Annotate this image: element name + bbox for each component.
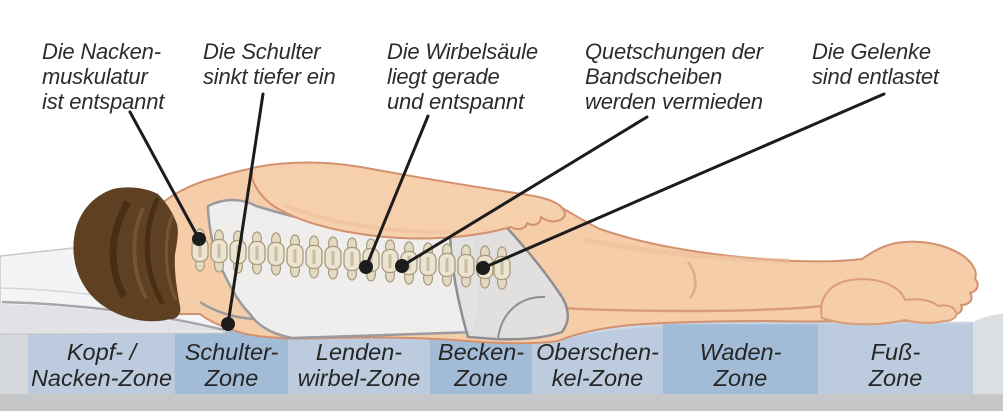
annotation-neck-muscles: Die Nacken- muskulatur ist entspannt (42, 39, 164, 114)
annotation-line: Bandscheiben (585, 64, 723, 89)
annotation-line: werden vermieden (585, 89, 763, 114)
annotation-line: muskulatur (42, 64, 148, 89)
annotation-line: ist entspannt (42, 89, 165, 114)
marker-dot-neck (192, 232, 206, 246)
zone-label-line: Zone (204, 365, 259, 391)
annotation-spine: Die Wirbelsäule liegt gerade und entspan… (387, 39, 538, 114)
arm-shading (284, 203, 456, 235)
zone-label-line: Zone (713, 365, 768, 391)
leader-line-spine (364, 114, 430, 269)
hair (73, 187, 181, 322)
shorts (448, 199, 569, 341)
pillow (0, 244, 234, 335)
zone-label-line: Waden- (699, 339, 782, 365)
zone-label-line: Kopf- / (66, 339, 137, 365)
arm (251, 161, 566, 240)
zone-label-line: kel-Zone (551, 365, 644, 391)
mattress-zone-strip: Kopf- / Nacken-Zone Schulter- Zone Lende… (0, 322, 1003, 394)
annotation-line: Die Wirbelsäule (387, 39, 538, 64)
thigh-shading (584, 237, 791, 264)
zone-label-line: Becken- (437, 339, 525, 365)
zone-label-line: Zone (868, 365, 923, 391)
marker-dot-joints (476, 261, 490, 275)
zone-label-line: wirbel-Zone (297, 365, 421, 391)
mattress-zone-lendenwirbel: Lenden- wirbel-Zone (288, 322, 430, 394)
marker-dot-spine (359, 260, 373, 274)
mattress-zone-oberschenkel: Oberschen- kel-Zone (532, 322, 663, 394)
annotation-line: liegt gerade (387, 64, 500, 89)
lower-foot (820, 278, 958, 326)
zone-label-line: Oberschen- (536, 339, 659, 365)
annotation-spinal-discs: Quetschungen der Bandscheiben werden ver… (585, 39, 763, 114)
mattress-zone-waden: Waden- Zone (663, 322, 818, 394)
mattress-zone-becken: Becken- Zone (430, 322, 532, 394)
marker-dot-discs (395, 259, 409, 273)
annotation-line: Die Schulter (203, 39, 321, 64)
mattress-base (0, 394, 1003, 411)
leader-line-joints (481, 92, 886, 270)
annotation-line: sinkt tiefer ein (203, 64, 336, 89)
leader-line-neck (128, 110, 201, 241)
annotation-joints: Die Gelenke sind entlastet (812, 39, 939, 89)
mattress-zone-schulter: Schulter- Zone (175, 322, 288, 394)
zone-label-line: Fuß- (870, 339, 921, 365)
leg-separation-line (559, 294, 863, 313)
annotation-line: Die Gelenke (812, 39, 931, 64)
annotation-line: Quetschungen der (585, 39, 763, 64)
knee-crease (686, 261, 697, 299)
leader-line-shoulder (226, 92, 265, 326)
spine-illustration (190, 227, 512, 291)
zone-label-line: Zone (454, 365, 508, 391)
zone-label-line: Schulter- (184, 339, 279, 365)
mattress-zone-kopf-nacken: Kopf- / Nacken-Zone (28, 322, 175, 394)
zone-label-line: Nacken-Zone (30, 365, 173, 391)
shirt-neckline (199, 300, 255, 321)
annotation-shoulder: Die Schulter sinkt tiefer ein (203, 39, 336, 89)
annotation-line: Die Nacken- (42, 39, 161, 64)
shirt (199, 198, 481, 340)
annotation-line: und entspannt (387, 89, 524, 114)
annotation-line: sind entlastet (812, 64, 939, 89)
leader-line-discs (400, 115, 649, 268)
zone-label-line: Lenden- (315, 339, 403, 365)
mattress-zone-fuss: Fuß- Zone (818, 322, 973, 394)
body (151, 162, 979, 345)
